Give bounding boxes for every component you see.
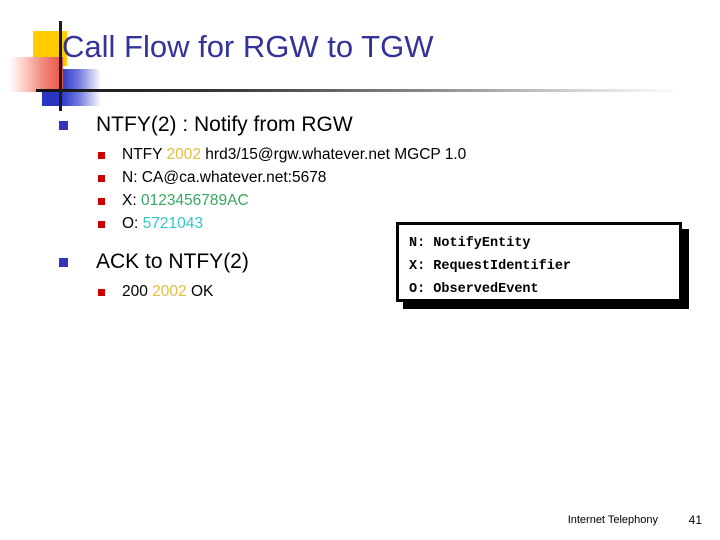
outline-heading-1: ACK to NTFY(2) bbox=[0, 247, 720, 277]
text-run: 5721043 bbox=[142, 215, 204, 232]
outline-heading-label: NTFY(2) : Notify from RGW bbox=[96, 113, 353, 136]
list-item: X: 0123456789AC bbox=[0, 189, 720, 212]
list-item-text: NTFY 2002 hrd3/15@rgw.whatever.net MGCP … bbox=[122, 146, 466, 163]
text-run: NTFY bbox=[122, 146, 167, 163]
square-bullet-icon bbox=[98, 198, 105, 205]
list-item-text: N: CA@ca.whatever.net:5678 bbox=[122, 169, 326, 186]
square-bullet-icon bbox=[98, 152, 105, 159]
outline-heading-label: ACK to NTFY(2) bbox=[96, 250, 249, 273]
footer-label: Internet Telephony bbox=[567, 514, 658, 526]
ornament-vertical-rule bbox=[59, 21, 62, 111]
list-item-text: O: 5721043 bbox=[122, 215, 203, 232]
text-run: O: bbox=[122, 215, 143, 232]
legend-callout-box: N: NotifyEntity X: RequestIdentifier O: … bbox=[396, 222, 682, 302]
list-item: 200 2002 OK bbox=[0, 280, 720, 303]
page-title: Call Flow for RGW to TGW bbox=[62, 29, 434, 64]
text-run: 200 bbox=[122, 283, 153, 300]
text-run: X: bbox=[122, 192, 141, 209]
ornament-red-gradient-square bbox=[9, 57, 63, 92]
legend-line: O: ObservedEvent bbox=[409, 282, 539, 297]
list-item-text: 200 2002 OK bbox=[122, 283, 213, 300]
text-run: 0123456789AC bbox=[140, 192, 249, 209]
square-bullet-icon bbox=[59, 121, 68, 130]
outline-sublist-0: NTFY 2002 hrd3/15@rgw.whatever.net MGCP … bbox=[0, 143, 720, 235]
outline-heading-0: NTFY(2) : Notify from RGW bbox=[0, 110, 720, 140]
text-run: OK bbox=[186, 283, 214, 300]
list-item: NTFY 2002 hrd3/15@rgw.whatever.net MGCP … bbox=[0, 143, 720, 166]
legend-line: N: NotifyEntity bbox=[409, 236, 531, 251]
square-bullet-icon bbox=[98, 221, 105, 228]
square-bullet-icon bbox=[59, 258, 68, 267]
list-item: N: CA@ca.whatever.net:5678 bbox=[0, 166, 720, 189]
square-bullet-icon bbox=[98, 175, 105, 182]
text-run: 2002 bbox=[166, 146, 201, 163]
slide-footer: Internet Telephony 41 bbox=[0, 512, 720, 528]
list-item: O: 5721043 bbox=[0, 212, 720, 235]
legend-line: X: RequestIdentifier bbox=[409, 259, 572, 274]
text-run: hrd3/15@rgw.whatever.net MGCP 1.0 bbox=[200, 146, 467, 163]
outline-sublist-1: 200 2002 OK bbox=[0, 280, 720, 303]
slide-body: NTFY(2) : Notify from RGW NTFY 2002 hrd3… bbox=[0, 110, 720, 303]
page-number: 41 bbox=[688, 513, 702, 527]
text-run: N: CA@ca.whatever.net:5678 bbox=[122, 169, 327, 186]
title-horizontal-rule bbox=[36, 89, 684, 92]
text-run: 2002 bbox=[152, 283, 187, 300]
list-item-text: X: 0123456789AC bbox=[122, 192, 249, 209]
square-bullet-icon bbox=[98, 289, 105, 296]
